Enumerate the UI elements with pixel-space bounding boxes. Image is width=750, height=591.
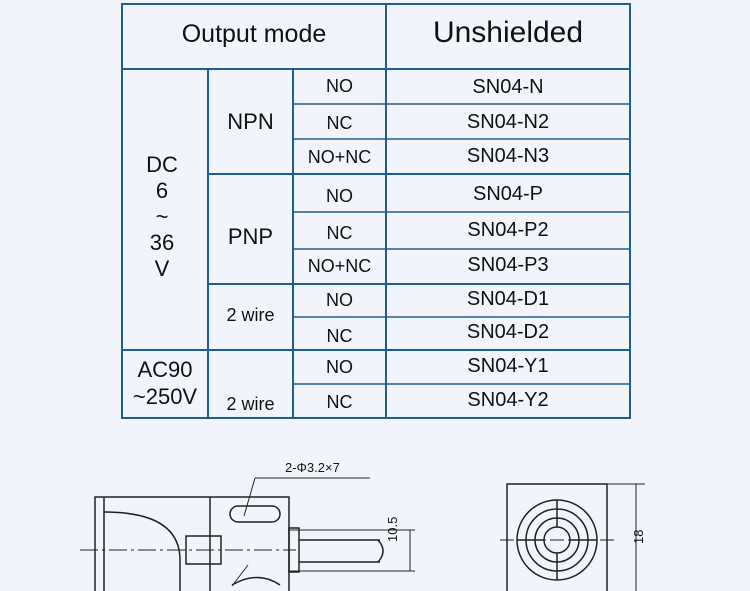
contact-cell: NC — [326, 326, 353, 346]
contact-cell: NC — [326, 392, 353, 412]
ac-voltage-label: AC90 ~250V — [132, 357, 198, 409]
contact-cell: NO — [326, 357, 353, 377]
two-wire-dc-label: 2 wire — [226, 305, 275, 325]
model-cell: SN04-N3 — [466, 145, 550, 167]
contact-cell: NO — [326, 290, 353, 310]
contact-cell: NC — [326, 113, 353, 133]
contact-cell: NO — [326, 186, 353, 206]
npn-label: NPN — [227, 109, 274, 134]
dc-voltage-label: DC 6 ~ 36 V — [146, 152, 178, 281]
model-cell: SN04-N2 — [466, 111, 550, 133]
contact-cell: NC — [326, 223, 353, 243]
hole-spec-label: 2-Φ3.2×7 — [285, 460, 340, 475]
model-cell: SN04-D1 — [466, 288, 550, 310]
two-wire-ac-label: 2 wire — [226, 394, 275, 414]
width-dimension-label: 18 — [631, 529, 646, 544]
height-dimension-label: 10.5 — [385, 516, 400, 542]
unshielded-header: Unshielded — [432, 16, 584, 49]
model-cell: SN04-P — [472, 183, 544, 205]
sensor-front-view — [500, 483, 645, 591]
contact-cell: NO+NC — [307, 256, 372, 276]
output-mode-header: Output mode — [181, 20, 327, 48]
pnp-label: PNP — [227, 224, 274, 249]
sensor-side-view — [80, 477, 415, 591]
model-cell: SN04-Y2 — [467, 389, 549, 411]
model-cell: SN04-P3 — [467, 254, 549, 276]
contact-cell: NO — [326, 76, 353, 96]
model-cell: SN04-Y1 — [467, 355, 549, 377]
model-cell: SN04-N — [472, 76, 544, 98]
model-cell: SN04-P2 — [467, 219, 549, 241]
model-cell: SN04-D2 — [466, 321, 550, 343]
contact-cell: NO+NC — [307, 147, 372, 167]
